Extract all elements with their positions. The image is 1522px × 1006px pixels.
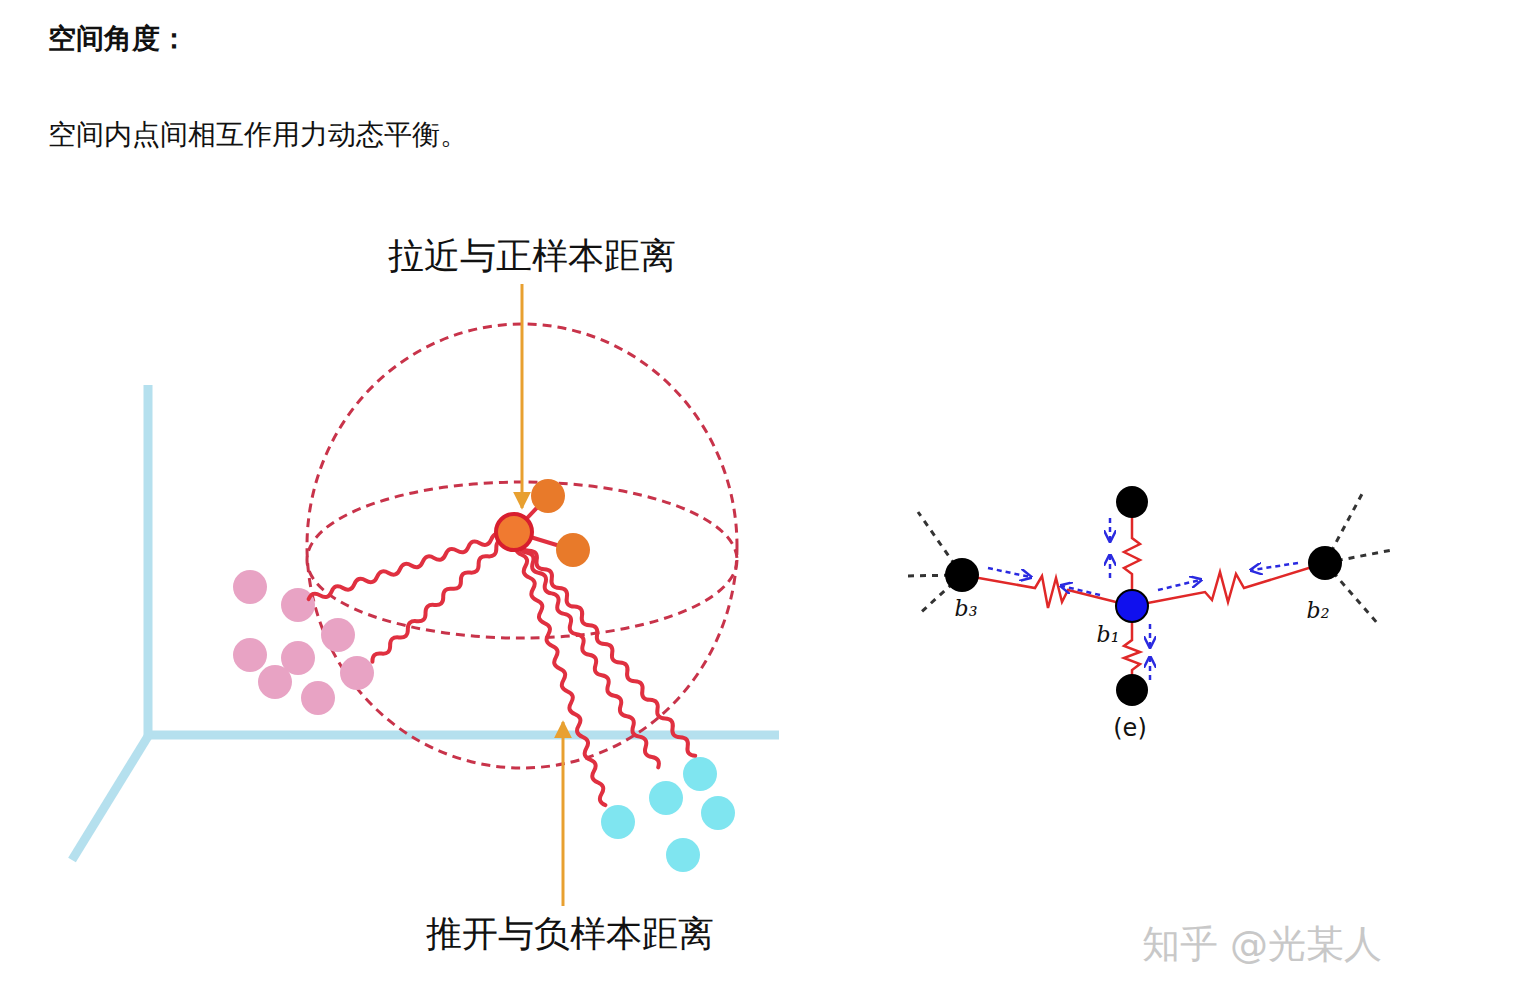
negative-samples-cyan <box>601 757 735 872</box>
springs <box>308 496 698 806</box>
figure-label: (e) <box>1113 714 1147 743</box>
callout-label: 推开与负样本距离 <box>426 912 714 955</box>
negative-samples-pink <box>233 570 374 715</box>
spring-network <box>962 500 1325 690</box>
leader-arrows <box>522 284 563 906</box>
callout-label: 拉近与正样本距离 <box>388 234 676 277</box>
node-label: b₁ <box>1097 622 1120 648</box>
section-heading: 空间角度： <box>48 22 188 56</box>
outer-dashes <box>902 494 1392 624</box>
node-label: b₂ <box>1307 598 1330 624</box>
force-arrows <box>988 518 1298 680</box>
axes <box>72 385 779 860</box>
network-nodes <box>945 486 1342 706</box>
positive-samples <box>531 479 590 567</box>
anchor-point <box>496 514 532 550</box>
watermark: 知乎 @光某人 <box>1142 922 1382 968</box>
body-text: 空间内点间相互作用力动态平衡。 <box>48 118 468 152</box>
node-label: b₃ <box>955 596 978 622</box>
